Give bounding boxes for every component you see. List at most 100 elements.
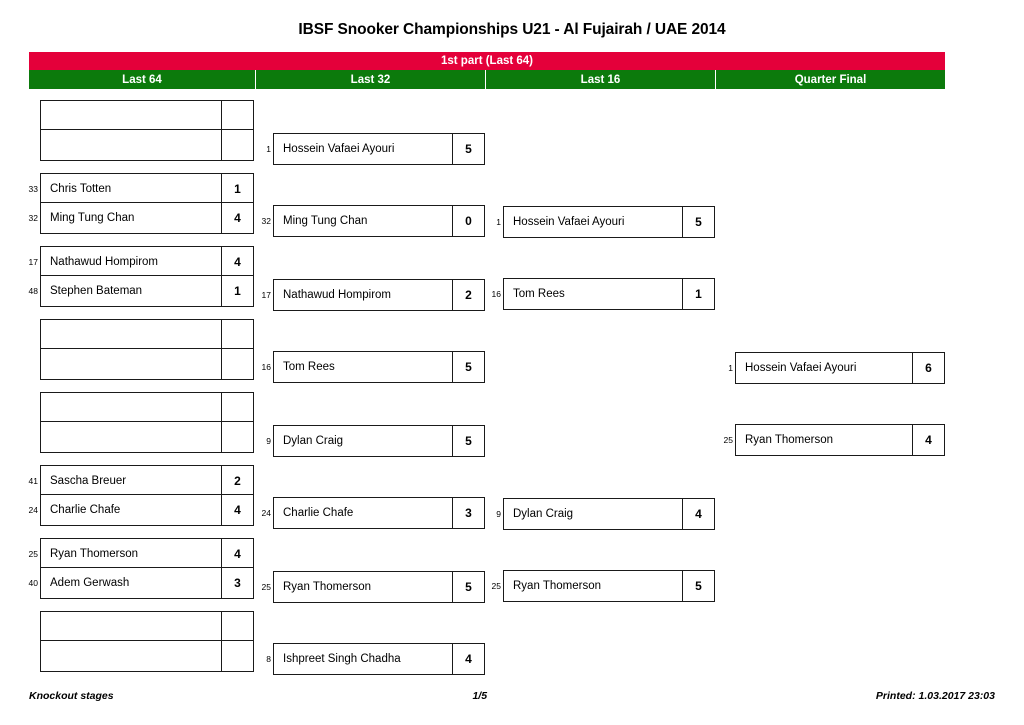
player-name[interactable]: Ryan Thomerson	[40, 538, 222, 570]
player-name[interactable]: Ming Tung Chan	[40, 202, 222, 234]
match-slot[interactable]	[40, 640, 254, 672]
player-score[interactable]: 5	[453, 351, 485, 383]
match-slot[interactable]	[40, 421, 254, 453]
player-score[interactable]: 4	[683, 498, 715, 530]
player-name[interactable]	[40, 640, 222, 672]
player-score[interactable]: 4	[913, 424, 945, 456]
round-header-last-64: Last 64	[29, 70, 256, 89]
player-name[interactable]: Tom Rees	[503, 278, 683, 310]
player-name[interactable]: Ishpreet Singh Chadha	[273, 643, 453, 675]
player-seed: 32	[261, 216, 271, 226]
player-score[interactable]	[222, 319, 254, 351]
player-name[interactable]: Nathawud Hompirom	[273, 279, 453, 311]
player-seed: 9	[496, 509, 501, 519]
match-slot[interactable]	[40, 348, 254, 380]
player-score[interactable]: 3	[453, 497, 485, 529]
player-score[interactable]: 3	[222, 567, 254, 599]
player-score[interactable]: 4	[453, 643, 485, 675]
player-seed: 40	[28, 578, 38, 588]
player-score[interactable]: 5	[453, 133, 485, 165]
player-name[interactable]: Hossein Vafaei Ayouri	[503, 206, 683, 238]
player-name[interactable]: Charlie Chafe	[273, 497, 453, 529]
player-name[interactable]: Tom Rees	[273, 351, 453, 383]
player-name[interactable]	[40, 611, 222, 643]
player-score[interactable]: 1	[222, 275, 254, 307]
player-score[interactable]: 2	[222, 465, 254, 497]
player-name[interactable]: Ryan Thomerson	[735, 424, 913, 456]
player-seed: 9	[266, 436, 271, 446]
player-seed: 24	[261, 508, 271, 518]
player-name[interactable]: Ming Tung Chan	[273, 205, 453, 237]
player-score[interactable]	[222, 392, 254, 424]
player-score[interactable]: 5	[453, 425, 485, 457]
player-name[interactable]	[40, 319, 222, 351]
player-score[interactable]: 4	[222, 246, 254, 278]
player-score[interactable]: 0	[453, 205, 485, 237]
player-score[interactable]: 1	[683, 278, 715, 310]
player-name[interactable]: Ryan Thomerson	[273, 571, 453, 603]
player-name[interactable]: Chris Totten	[40, 173, 222, 205]
match-slot[interactable]	[40, 611, 254, 643]
player-score[interactable]: 6	[913, 352, 945, 384]
player-score[interactable]: 4	[222, 202, 254, 234]
player-score[interactable]	[222, 129, 254, 161]
player-score[interactable]	[222, 611, 254, 643]
player-name[interactable]: Stephen Bateman	[40, 275, 222, 307]
player-name[interactable]: Hossein Vafaei Ayouri	[273, 133, 453, 165]
player-score[interactable]	[222, 348, 254, 380]
player-name[interactable]: Dylan Craig	[273, 425, 453, 457]
player-score[interactable]	[222, 100, 254, 132]
player-name[interactable]: Hossein Vafaei Ayouri	[735, 352, 913, 384]
match-slot[interactable]	[40, 319, 254, 351]
player-score[interactable]: 5	[683, 570, 715, 602]
player-name[interactable]: Ryan Thomerson	[503, 570, 683, 602]
footer-page-number: 1/5	[472, 690, 488, 702]
player-name[interactable]	[40, 421, 222, 453]
player-score[interactable]: 5	[683, 206, 715, 238]
player-score[interactable]	[222, 421, 254, 453]
player-score[interactable]: 5	[453, 571, 485, 603]
player-score[interactable]: 2	[453, 279, 485, 311]
player-name[interactable]	[40, 348, 222, 380]
player-score[interactable]: 1	[222, 173, 254, 205]
player-name[interactable]: Dylan Craig	[503, 498, 683, 530]
player-name[interactable]: Sascha Breuer	[40, 465, 222, 497]
player-name[interactable]: Charlie Chafe	[40, 494, 222, 526]
match-slot[interactable]	[40, 129, 254, 161]
match-slot[interactable]	[40, 392, 254, 424]
match-slot[interactable]	[40, 100, 254, 132]
player-score[interactable]	[222, 640, 254, 672]
player-name[interactable]: Nathawud Hompirom	[40, 246, 222, 278]
player-score[interactable]: 4	[222, 494, 254, 526]
player-name[interactable]	[40, 392, 222, 424]
player-name[interactable]	[40, 129, 222, 161]
player-seed: 16	[261, 362, 271, 372]
player-seed: 8	[266, 654, 271, 664]
player-score[interactable]: 4	[222, 538, 254, 570]
player-name[interactable]	[40, 100, 222, 132]
player-name[interactable]: Adem Gerwash	[40, 567, 222, 599]
